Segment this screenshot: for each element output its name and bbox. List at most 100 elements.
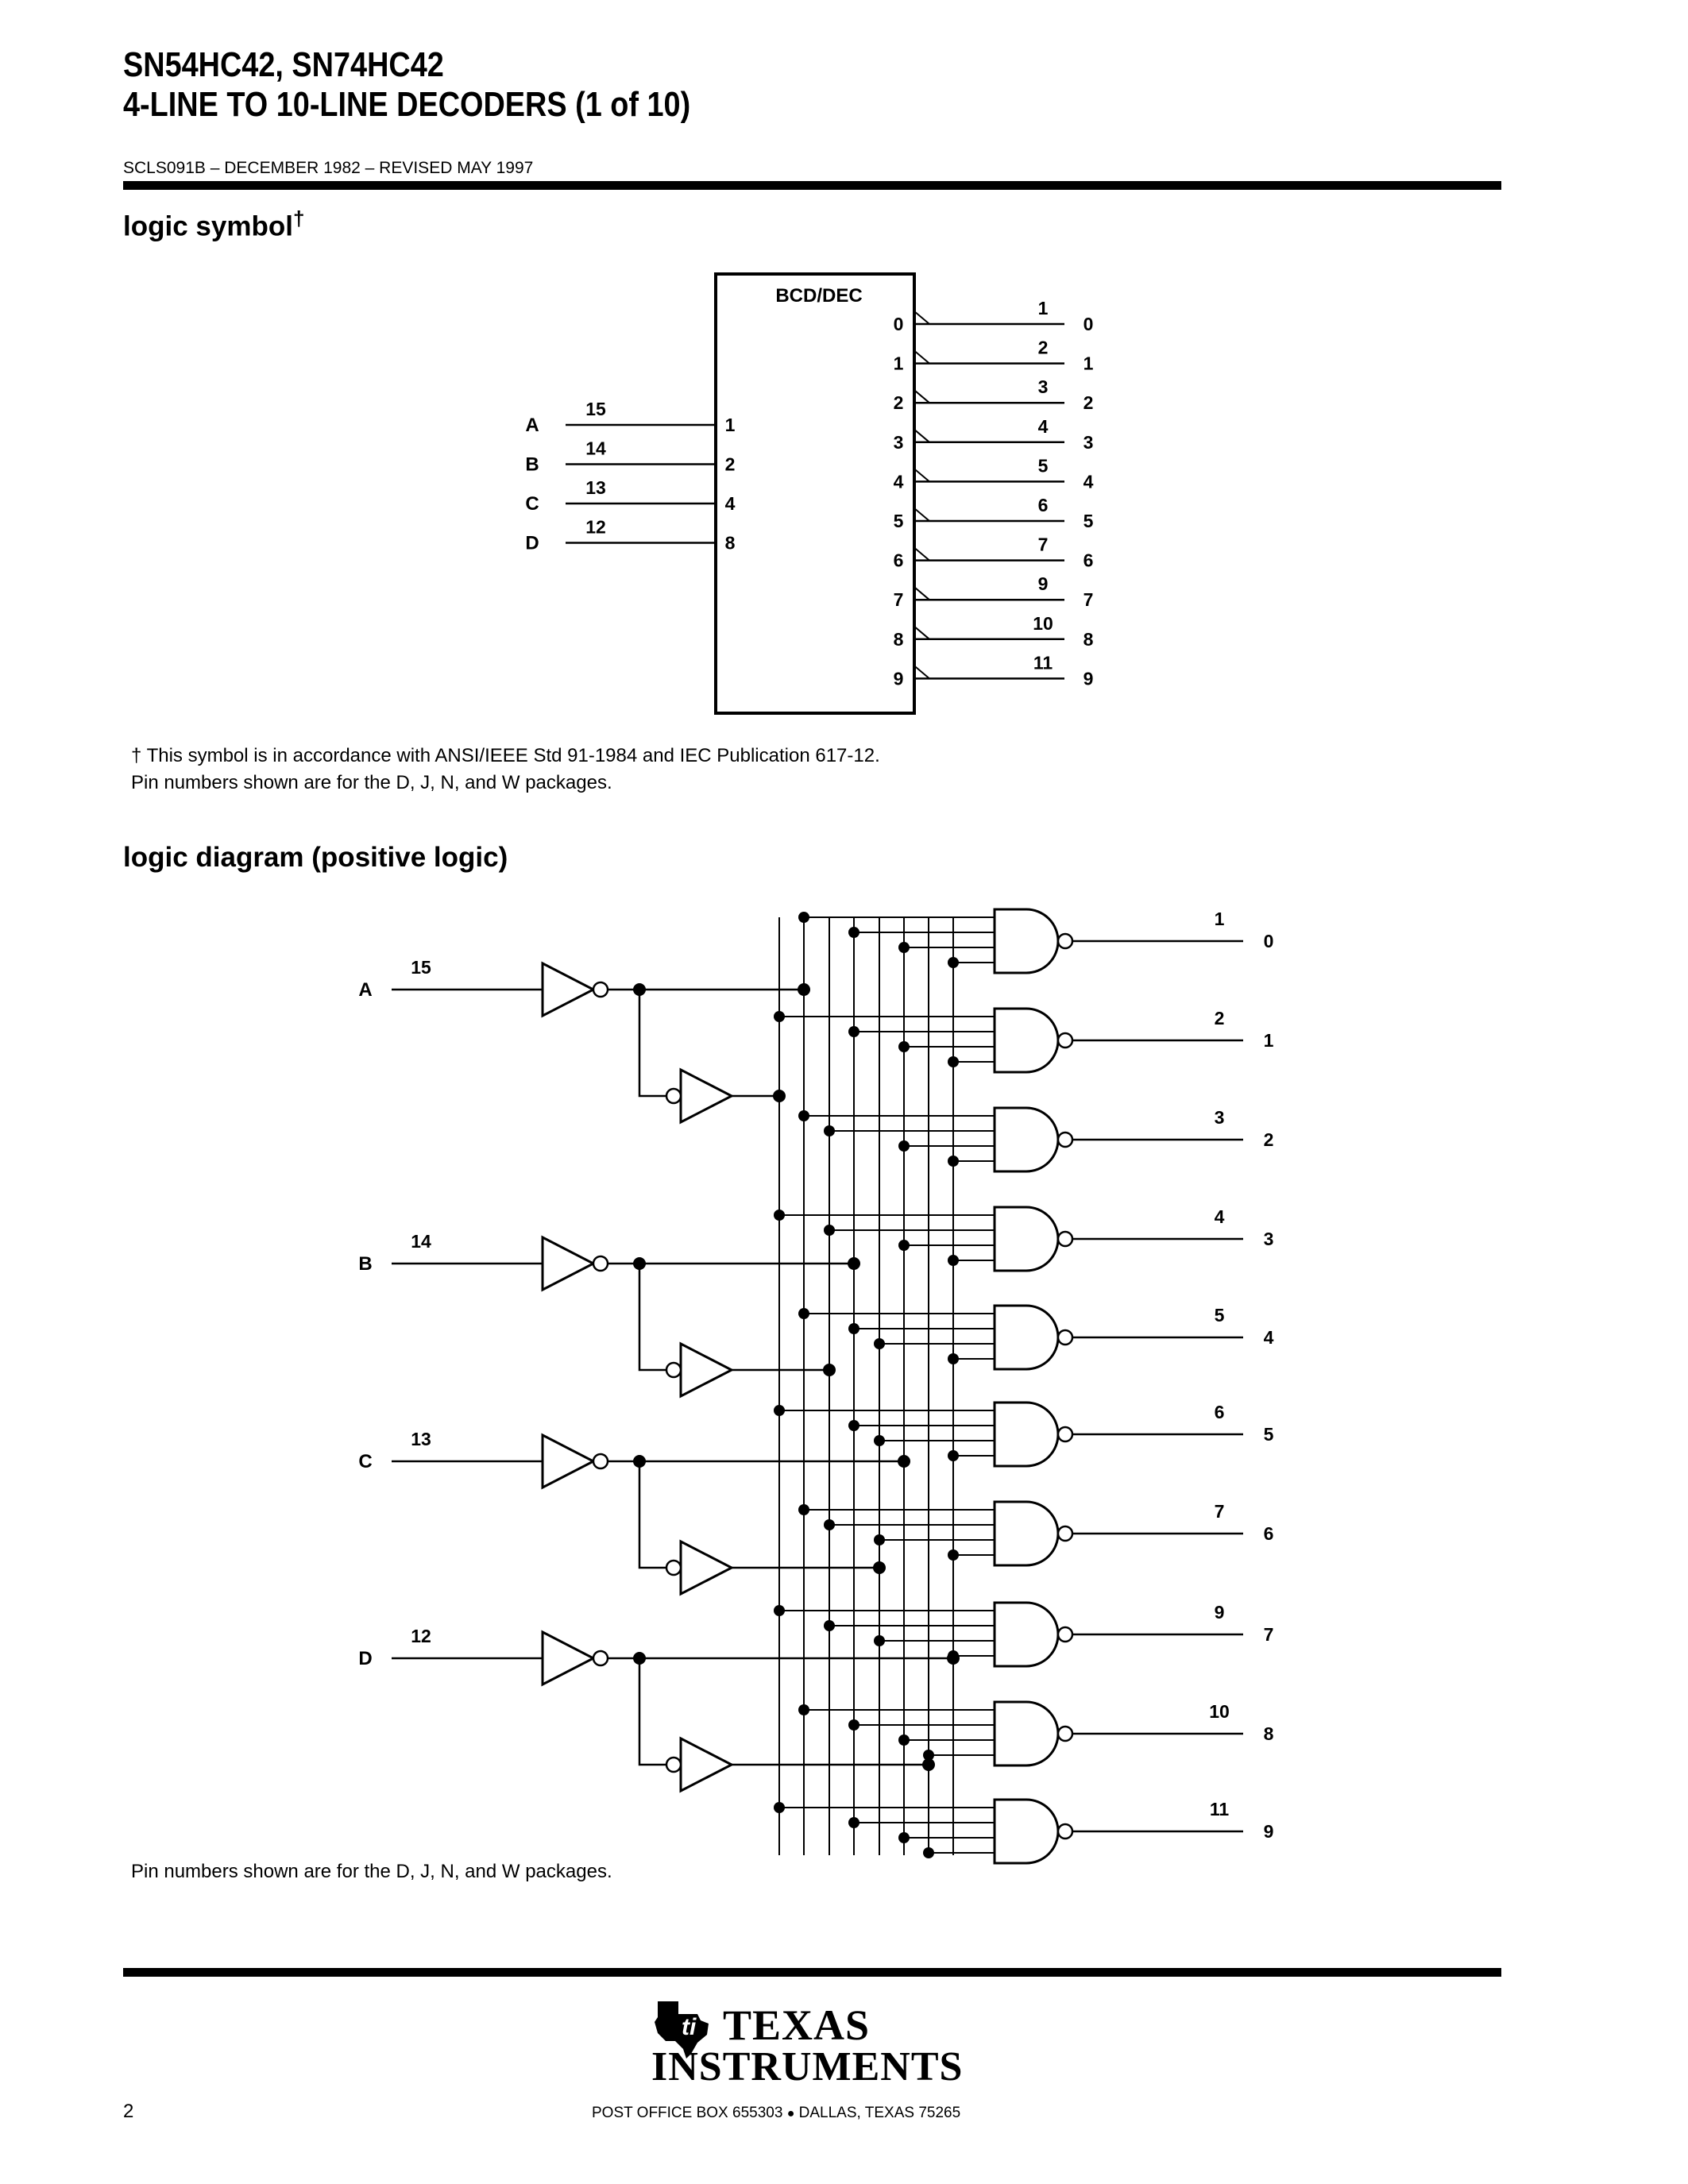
junction-dot xyxy=(823,1364,836,1376)
inversion-bubble xyxy=(592,1650,609,1667)
input-name: B xyxy=(525,454,539,476)
output-pin: 11 xyxy=(1210,1799,1230,1819)
junction-dot xyxy=(874,1635,885,1646)
active-low-indicator xyxy=(914,546,930,561)
footnote-line-2: Pin numbers shown are for the D, J, N, a… xyxy=(131,771,612,793)
nand-gate-9 xyxy=(774,1798,1243,1865)
output-pin: 1 xyxy=(1215,909,1225,929)
inversion-bubble xyxy=(665,1559,682,1576)
junction-dot xyxy=(873,1561,886,1574)
nand-body xyxy=(993,1401,1060,1468)
output-name: 2 xyxy=(1083,392,1094,413)
output-pin: 9 xyxy=(1038,573,1049,594)
output-name: 5 xyxy=(1264,1424,1274,1445)
output-pin: 3 xyxy=(1215,1107,1225,1128)
input-pin: 12 xyxy=(411,1626,431,1646)
junction-dot xyxy=(798,912,809,923)
inversion-bubble xyxy=(592,1255,609,1272)
texas-instruments-logo: ti TEXAS INSTRUMENTS xyxy=(651,1989,962,2088)
output-name: 0 xyxy=(1083,314,1094,334)
output-index: 6 xyxy=(894,550,904,571)
svg-text:ti: ti xyxy=(682,2014,697,2040)
inversion-bubble xyxy=(1056,1329,1074,1346)
output-pin: 5 xyxy=(1038,455,1049,476)
inversion-bubble xyxy=(1056,1525,1074,1542)
inversion-bubble xyxy=(592,981,609,998)
address-po-box: POST OFFICE BOX 655303 xyxy=(592,2105,783,2121)
output-pin: 2 xyxy=(1038,338,1049,358)
nand-body xyxy=(993,1601,1060,1668)
junction-dot xyxy=(948,1450,959,1461)
decoder-block xyxy=(714,272,916,715)
footer-rule xyxy=(123,1968,1501,1977)
output-name: 7 xyxy=(1264,1624,1274,1645)
junction-dot xyxy=(948,1156,959,1167)
active-low-indicator xyxy=(914,507,930,522)
branch-wire xyxy=(638,1461,678,1569)
title-line-1: SN54HC42, SN74HC42 xyxy=(123,45,444,84)
nand-body xyxy=(993,1106,1060,1173)
junction-dot xyxy=(948,1255,959,1266)
nand-body xyxy=(993,1700,1060,1767)
inverter-gate xyxy=(541,1433,597,1490)
output-index: 8 xyxy=(894,629,904,650)
junction-dot xyxy=(874,1338,885,1349)
active-low-indicator xyxy=(914,349,930,365)
output-pin: 3 xyxy=(1038,376,1049,397)
input-pin: 13 xyxy=(411,1429,431,1449)
input-name: D xyxy=(358,1648,372,1669)
branch-wire xyxy=(638,990,678,1098)
output-index: 3 xyxy=(894,432,904,453)
junction-dot xyxy=(848,1420,859,1431)
output-index: 2 xyxy=(894,392,904,413)
inversion-bubble xyxy=(665,1361,682,1379)
symbol-output-6: 676 xyxy=(894,534,1094,571)
inversion-bubble xyxy=(665,1756,682,1773)
input-weight: 2 xyxy=(725,454,736,475)
symbol-output-5: 565 xyxy=(894,495,1094,531)
output-pin: 7 xyxy=(1038,534,1049,555)
junction-dot xyxy=(898,1455,910,1468)
junction-dot xyxy=(798,983,810,996)
symbol-output-7: 7 9 7 xyxy=(894,573,1094,610)
junction-dot xyxy=(798,1504,809,1515)
junction-dot xyxy=(898,1832,910,1843)
junction-dot xyxy=(923,1750,934,1761)
logo-line-1: TEXAS xyxy=(723,2001,871,2049)
nand-body xyxy=(993,908,1060,974)
input-weight: 1 xyxy=(725,415,736,435)
junction-dot xyxy=(948,1353,959,1364)
inverter-gate xyxy=(541,1630,597,1687)
output-index: 9 xyxy=(894,668,904,689)
output-name: 4 xyxy=(1264,1327,1274,1348)
input-name: A xyxy=(358,979,372,1001)
branch-wire xyxy=(638,1264,678,1372)
bullet-icon: ● xyxy=(786,2107,795,2120)
inversion-bubble xyxy=(1056,1032,1074,1049)
output-pin: 10 xyxy=(1209,1701,1230,1722)
symbol-footnote: † This symbol is in accordance with ANSI… xyxy=(131,743,880,796)
output-name: 2 xyxy=(1264,1129,1274,1150)
output-name: 3 xyxy=(1083,432,1094,453)
junction-dot xyxy=(898,1734,910,1746)
nand-gate-0 xyxy=(798,908,1243,974)
output-pin: 5 xyxy=(1215,1305,1225,1325)
input-name: C xyxy=(358,1451,372,1472)
nand-body xyxy=(993,1007,1060,1074)
output-name: 1 xyxy=(1083,353,1094,374)
output-index: 7 xyxy=(894,589,904,610)
input-weight: 4 xyxy=(725,493,736,514)
diagram-input-c: C 13 xyxy=(358,1429,910,1596)
nand-gate-6 xyxy=(798,1500,1243,1567)
active-low-indicator xyxy=(914,586,930,600)
junction-dot xyxy=(824,1225,835,1236)
page-number: 2 xyxy=(123,2101,134,2122)
nand-body xyxy=(993,1206,1060,1272)
output-name: 7 xyxy=(1083,589,1094,610)
nand-gate-5 xyxy=(774,1401,1243,1468)
output-name: 0 xyxy=(1264,931,1274,951)
